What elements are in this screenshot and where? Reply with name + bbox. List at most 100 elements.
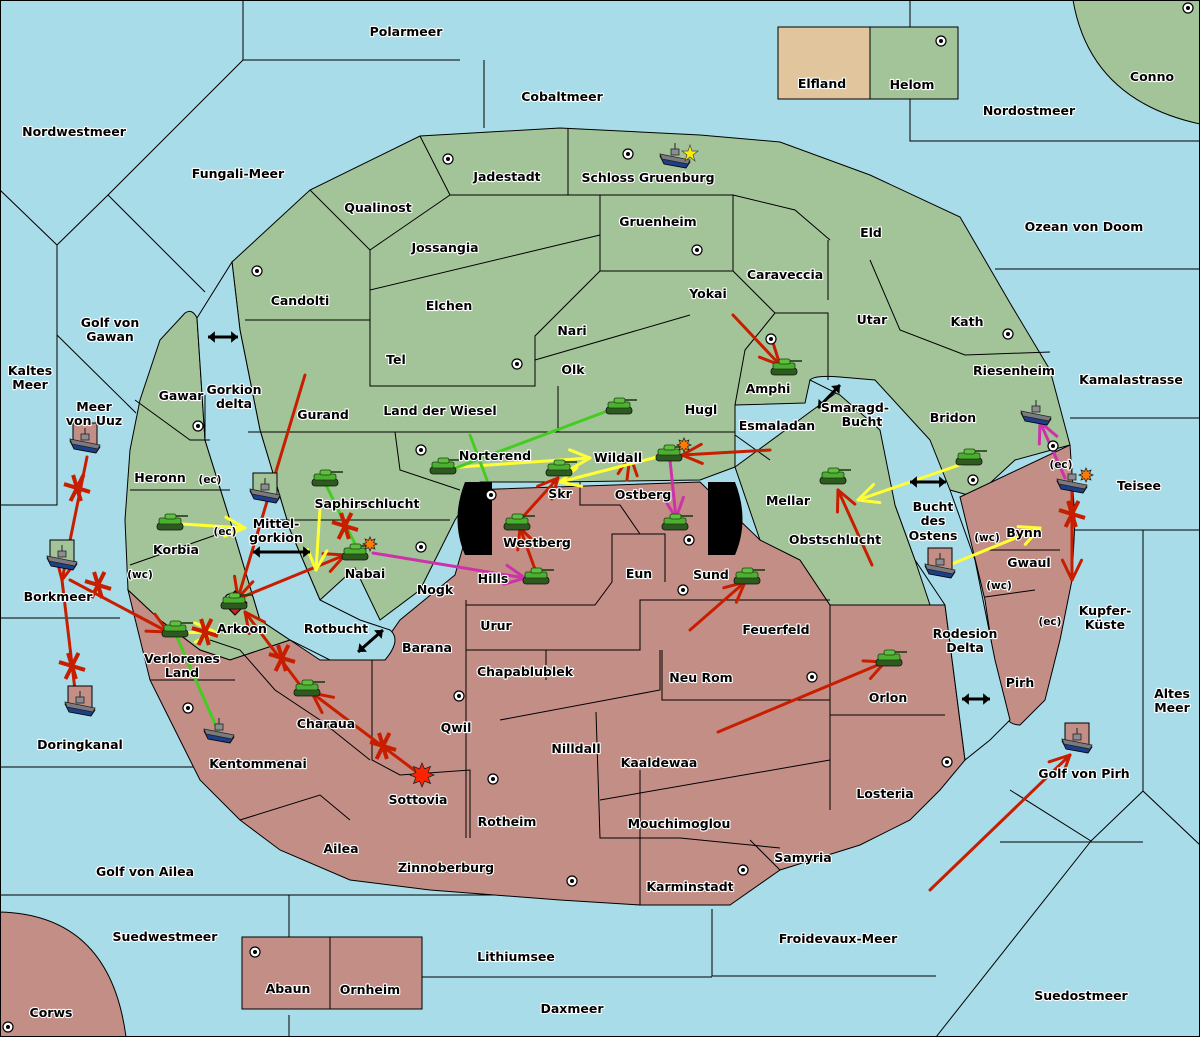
tank-icon xyxy=(770,358,802,376)
territory-label-rotbucht: Rotbucht xyxy=(304,621,368,636)
army-unit[interactable] xyxy=(545,459,577,477)
arrowhead xyxy=(568,448,592,460)
territory-label-nogk: Nogk xyxy=(417,582,454,597)
army-unit[interactable] xyxy=(605,397,637,415)
army-unit[interactable] xyxy=(220,590,252,616)
army-unit[interactable] xyxy=(161,620,193,638)
army-unit[interactable] xyxy=(655,437,692,462)
territory-label-polarmeer: Polarmeer xyxy=(370,24,444,39)
army-unit[interactable] xyxy=(522,567,554,585)
fleet-unit[interactable] xyxy=(46,539,78,571)
failed-order-cross-icon xyxy=(1058,500,1086,528)
territory-label-verlorenes-land-1: Verlorenes xyxy=(144,651,220,666)
territory-label-daxmeer: Daxmeer xyxy=(540,1001,604,1016)
order-move xyxy=(835,488,874,567)
supply-center-icon xyxy=(691,244,703,256)
territory-label-conno: Conno xyxy=(1130,69,1175,84)
fleet-unit[interactable] xyxy=(1061,722,1093,754)
fleet-unit[interactable] xyxy=(924,547,956,579)
explosion-icon xyxy=(1078,467,1094,483)
territory-label-skr: Skr xyxy=(548,486,572,501)
territory-label-golf-von-gawan-2: Gawan xyxy=(86,329,134,344)
territory-label-doringkanal: Doringkanal xyxy=(37,737,123,752)
ship-icon xyxy=(69,428,101,454)
supply-center-icon xyxy=(192,420,204,432)
fleet-unit[interactable] xyxy=(249,472,281,504)
territory-label-abaun: Abaun xyxy=(266,981,311,996)
territory-label-mouchimoglou: Mouchimoglou xyxy=(628,816,731,831)
tank-icon xyxy=(955,448,987,466)
arrowhead xyxy=(243,610,267,624)
fleet-unit[interactable] xyxy=(64,685,96,717)
territory-ornheim xyxy=(329,936,423,1010)
army-unit[interactable] xyxy=(819,467,851,485)
arrowhead xyxy=(558,480,584,488)
units-layer xyxy=(46,143,1094,789)
territory-label-elchen: Elchen xyxy=(426,298,473,313)
arrowhead xyxy=(856,498,882,505)
territory-label-helom: Helom xyxy=(890,77,935,92)
fleet-unit[interactable] xyxy=(1056,467,1094,494)
supply-center-icon xyxy=(415,541,427,553)
army-unit[interactable] xyxy=(955,448,987,466)
army-unit[interactable] xyxy=(311,469,343,487)
arrowhead xyxy=(1047,753,1072,764)
territory-label-saphirschlucht: Saphirschlucht xyxy=(315,496,420,511)
fleet-unit[interactable] xyxy=(203,718,235,744)
army-unit[interactable] xyxy=(341,536,378,561)
territory-label-barana: Barana xyxy=(402,640,452,655)
arrowhead xyxy=(1016,525,1042,530)
territory-label-bucht-des-ostens-2: des xyxy=(921,513,946,528)
arrowhead xyxy=(502,576,527,586)
supply-center-icon xyxy=(511,358,523,370)
army-unit[interactable] xyxy=(661,513,693,531)
territory-label-kaltes-meer-2: Meer xyxy=(12,377,48,392)
army-unit[interactable] xyxy=(733,567,765,585)
army-unit[interactable] xyxy=(429,457,461,475)
arrowhead xyxy=(223,526,247,538)
arrowhead xyxy=(516,526,522,552)
arrowhead xyxy=(314,549,329,572)
supply-center-icon xyxy=(1182,2,1194,14)
ship-icon xyxy=(924,553,956,579)
tank-icon xyxy=(311,469,343,487)
supply-center-icon xyxy=(941,756,953,768)
territory-label-mellar: Mellar xyxy=(766,493,811,508)
fleet-unit[interactable] xyxy=(659,143,691,169)
army-unit[interactable] xyxy=(293,679,325,697)
territory-label-qualinost: Qualinost xyxy=(344,200,411,215)
territory-label-hills: Hills xyxy=(478,571,509,586)
territory-label-cobaltmeer: Cobaltmeer xyxy=(521,89,603,104)
tank-icon xyxy=(545,459,577,477)
army-unit[interactable] xyxy=(770,358,802,376)
territory-label-golf-von-pirh: Golf von Pirh xyxy=(1038,766,1129,781)
army-unit[interactable] xyxy=(875,649,907,667)
star-icon xyxy=(681,143,699,163)
arrowhead xyxy=(1037,420,1042,446)
fleet-unit[interactable] xyxy=(1020,400,1052,426)
territory-label-mittelgorkion-2: gorkion xyxy=(249,530,303,545)
double-arrow-icon xyxy=(208,331,238,343)
arrowhead xyxy=(836,488,857,506)
tank-icon xyxy=(522,567,554,585)
tank-icon xyxy=(733,567,765,585)
supply-center-icon xyxy=(622,148,634,160)
order-support xyxy=(443,448,592,471)
army-unit[interactable] xyxy=(156,513,188,531)
territory-conno xyxy=(1072,0,1200,125)
army-unit[interactable] xyxy=(503,513,535,531)
tank-icon xyxy=(819,467,851,485)
territory-label-westberg: Westberg xyxy=(503,535,571,550)
territory-label-kath: Kath xyxy=(951,314,984,329)
failed-order-cross-icon xyxy=(369,732,397,760)
supply-center-icon xyxy=(2,1021,14,1033)
explosion-icon xyxy=(408,761,436,789)
territory-label-gawar: Gawar xyxy=(159,388,205,403)
arrowhead xyxy=(224,515,247,530)
arrowhead xyxy=(628,453,639,478)
fleet-unit[interactable] xyxy=(69,422,101,454)
territory-label-olk: Olk xyxy=(561,362,585,377)
territory-label-gwaul: Gwaul xyxy=(1007,555,1050,570)
